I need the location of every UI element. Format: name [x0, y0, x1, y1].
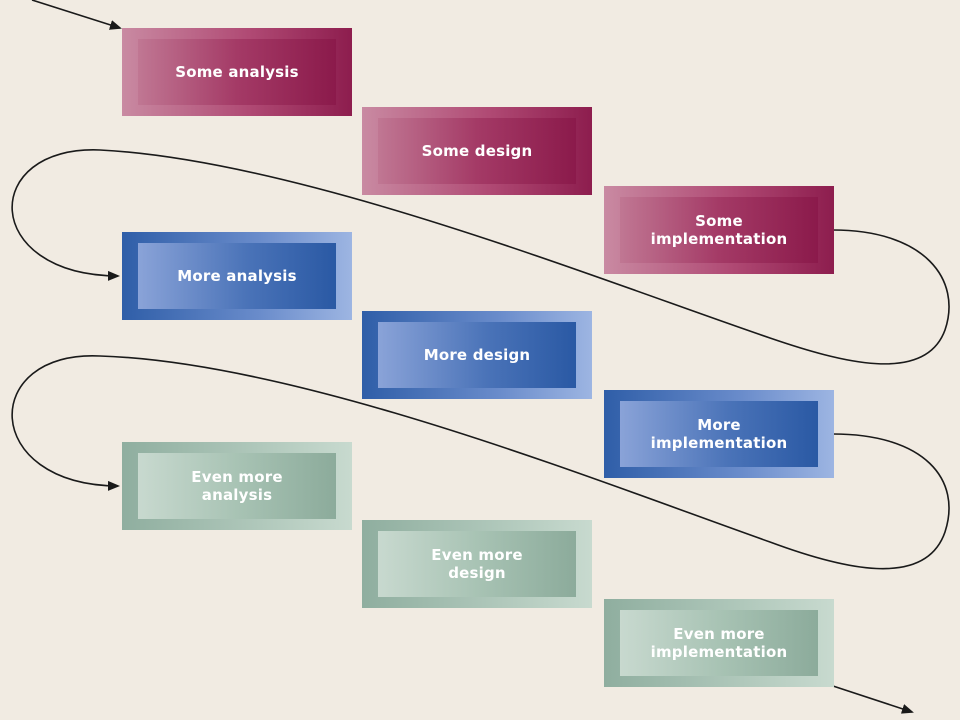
step-label: More implementation [620, 401, 818, 467]
step-even-more-analysis: Even more analysis [122, 442, 352, 530]
step-more-implementation: More implementation [604, 390, 834, 478]
entry-arrow [31, 0, 122, 30]
step-label: Some implementation [620, 197, 818, 263]
step-even-more-implementation: Even more implementation [604, 599, 834, 687]
iteration-loop-1 [11, 149, 950, 365]
step-some-implementation: Some implementation [604, 186, 834, 274]
step-some-design: Some design [362, 107, 592, 195]
step-more-analysis: More analysis [122, 232, 352, 320]
step-label: Even more analysis [138, 453, 336, 519]
step-even-more-design: Even more design [362, 520, 592, 608]
step-some-analysis: Some analysis [122, 28, 352, 116]
exit-arrow [832, 685, 914, 714]
iteration-loop-2 [11, 355, 950, 570]
step-label: More analysis [138, 243, 336, 309]
step-label: Even more design [378, 531, 576, 597]
step-more-design: More design [362, 311, 592, 399]
step-label: Even more implementation [620, 610, 818, 676]
step-label: More design [378, 322, 576, 388]
step-label: Some design [378, 118, 576, 184]
step-label: Some analysis [138, 39, 336, 105]
